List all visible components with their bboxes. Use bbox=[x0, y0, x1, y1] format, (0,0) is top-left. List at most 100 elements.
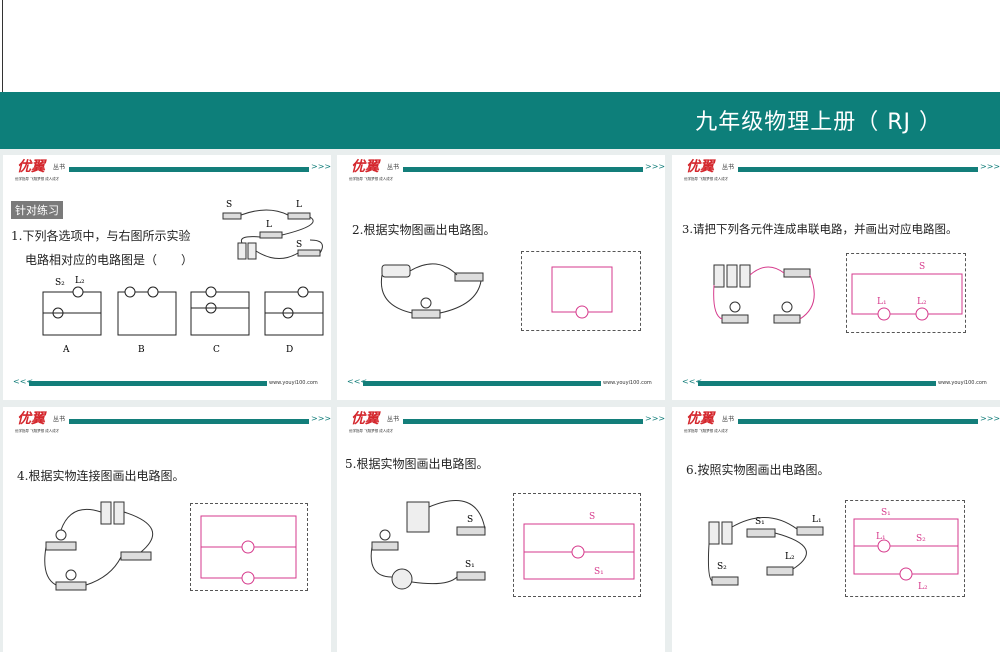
svg-text:L: L bbox=[266, 220, 272, 230]
slide-header: 优翼 丛书优学指导 飞翔梦想 成人成才 >>> bbox=[682, 159, 1000, 182]
question-text: 1.下列各选项中，与右图所示实验 bbox=[11, 229, 191, 243]
slogan: 优学指导 飞翔梦想 成人成才 bbox=[349, 177, 394, 181]
question-text: 2.根据实物图画出电路图。 bbox=[352, 223, 496, 237]
slide-header: 优翼 丛书优学指导 飞翔梦想 成人成才 >>> bbox=[347, 411, 665, 434]
slogan: 优学指导 飞翔梦想 成人成才 bbox=[15, 177, 60, 181]
brand-logo: 优翼 bbox=[351, 411, 379, 427]
question-text: 3.请把下列各元件连成串联电路，并画出对应电路图。 bbox=[682, 222, 958, 236]
header-bar bbox=[403, 167, 643, 172]
arrows-left-icon: <<< bbox=[13, 377, 34, 386]
answer-circuit: S S₁ bbox=[523, 512, 635, 580]
answer-box bbox=[521, 251, 641, 331]
label-l2: L₂ bbox=[918, 582, 928, 592]
top-area bbox=[0, 0, 1000, 92]
answer-circuit: S L₁ L₂ bbox=[851, 262, 963, 321]
label-s: S bbox=[589, 512, 595, 522]
slide-footer: <<< www.youyi100.com bbox=[13, 377, 323, 388]
label-l2: L₂ bbox=[785, 552, 795, 562]
slide-header: 优翼 丛书优学指导 飞翔梦想 成人成才 >>> bbox=[13, 159, 331, 182]
arrows-right-icon: >>> bbox=[645, 162, 666, 171]
label-s1: S₁ bbox=[465, 560, 475, 570]
label-l1: L₁ bbox=[812, 515, 822, 525]
footer-bar bbox=[698, 381, 936, 386]
brand-logo: 优翼 bbox=[686, 159, 714, 175]
label-s1: S₁ bbox=[881, 508, 891, 518]
question-text: 5.根据实物图画出电路图。 bbox=[345, 457, 489, 471]
slide-header: 优翼 丛书优学指导 飞翔梦想 成人成才 >>> bbox=[347, 159, 665, 182]
answer-box: S S₁ bbox=[513, 493, 641, 597]
arrows-right-icon: >>> bbox=[311, 162, 332, 171]
svg-text:L: L bbox=[296, 200, 302, 210]
physical-circuit-image bbox=[44, 501, 153, 591]
divider bbox=[2, 0, 3, 92]
slide-thumbnail-1[interactable]: 优翼 丛书优学指导 飞翔梦想 成人成才 >>> 针对练习 1.下列各选项中，与右图所… bbox=[3, 155, 331, 400]
arrows-right-icon: >>> bbox=[980, 162, 1000, 171]
label-l1: L₁ bbox=[876, 532, 886, 542]
slogan: 优学指导 飞翔梦想 成人成才 bbox=[684, 177, 729, 181]
slogan: 优学指导 飞翔梦想 成人成才 bbox=[349, 429, 394, 433]
physical-circuit-image: S S₁ bbox=[370, 500, 486, 590]
label-l1: L₁ bbox=[877, 297, 887, 307]
question-text: 6.按照实物图画出电路图。 bbox=[686, 463, 830, 477]
brand-logo: 优翼 bbox=[351, 159, 379, 175]
option-b[interactable]: B bbox=[138, 345, 145, 355]
series-label: 丛书 bbox=[722, 416, 735, 423]
arrows-right-icon: >>> bbox=[980, 414, 1000, 423]
label-s: S bbox=[467, 515, 473, 525]
slide-thumbnail-6[interactable]: 优翼 丛书优学指导 飞翔梦想 成人成才 >>> 6.按照实物图画出电路图。 S₁ L₁… bbox=[672, 407, 1000, 652]
answer-box: S₁ L₁ S₂ L₂ bbox=[845, 500, 965, 597]
answer-circuit bbox=[200, 515, 297, 585]
option-c[interactable]: C bbox=[213, 345, 220, 355]
website-url: www.youyi100.com bbox=[269, 380, 318, 386]
slide-footer: <<<www.youyi100.com bbox=[347, 377, 657, 388]
slide-header: 优翼丛书优学指导 飞翔梦想 成人成才>>> bbox=[13, 411, 331, 434]
answer-box: S L₁ L₂ bbox=[846, 253, 966, 333]
website-url: www.youyi100.com bbox=[938, 380, 987, 386]
option-a[interactable]: A bbox=[62, 345, 70, 355]
arrows-right-icon: >>> bbox=[311, 414, 332, 423]
physical-circuit-image bbox=[380, 263, 484, 319]
slide-thumbnail-3[interactable]: 优翼 丛书优学指导 飞翔梦想 成人成才 >>> 3.请把下列各元件连成串联电路，并画… bbox=[672, 155, 1000, 400]
answer-circuit: S₁ L₁ S₂ L₂ bbox=[853, 508, 959, 592]
physical-circuit-image bbox=[713, 264, 815, 324]
label-l2: L₂ bbox=[917, 297, 927, 307]
answer-circuit bbox=[551, 266, 613, 319]
label-s1: S₁ bbox=[755, 517, 765, 527]
label-s1: S₁ bbox=[594, 567, 604, 577]
option-d[interactable]: D bbox=[286, 345, 293, 355]
slide-thumbnail-4[interactable]: 优翼丛书优学指导 飞翔梦想 成人成才>>> 4.根据实物连接图画出电路图。 bbox=[3, 407, 331, 652]
physical-circuit-image: S L L S bbox=[222, 200, 323, 260]
slide-header: 优翼 丛书优学指导 飞翔梦想 成人成才 >>> bbox=[682, 411, 1000, 434]
brand-logo: 优翼 bbox=[17, 411, 45, 427]
series-label: 丛书 bbox=[722, 164, 735, 171]
website-url: www.youyi100.com bbox=[603, 380, 652, 386]
slogan: 优学指导 飞翔梦想 成人成才 bbox=[684, 429, 729, 433]
svg-text:S: S bbox=[296, 240, 302, 250]
arrows-right-icon: >>> bbox=[645, 414, 666, 423]
series-label: 丛书 bbox=[53, 164, 66, 171]
header-bar bbox=[403, 419, 643, 424]
footer-bar bbox=[363, 381, 601, 386]
slide-thumbnail-2[interactable]: 优翼 丛书优学指导 飞翔梦想 成人成才 >>> 2.根据实物图画出电路图。 <<<w… bbox=[337, 155, 665, 400]
label-s: S bbox=[919, 262, 925, 272]
label-l2: L₂ bbox=[75, 276, 85, 286]
book-title: 九年级物理上册（ RJ ） bbox=[695, 110, 942, 135]
svg-text:S: S bbox=[226, 200, 232, 210]
brand-logo: 优翼 bbox=[686, 411, 714, 427]
footer-bar bbox=[29, 381, 267, 386]
series-label: 丛书 bbox=[387, 416, 400, 423]
series-label: 丛书 bbox=[387, 164, 400, 171]
arrows-left-icon: <<< bbox=[682, 377, 703, 386]
practice-tag: 针对练习 bbox=[11, 201, 63, 219]
label-s2: S₂ bbox=[916, 534, 926, 544]
header-bar bbox=[69, 419, 309, 424]
answer-box bbox=[190, 503, 308, 591]
title-band: 九年级物理上册（ RJ ） bbox=[0, 92, 1000, 149]
brand-logo: 优翼 bbox=[17, 159, 45, 175]
header-bar bbox=[69, 167, 309, 172]
question-text: 4.根据实物连接图画出电路图。 bbox=[17, 469, 185, 483]
question-text-2: 电路相对应的电路图是（ ） bbox=[25, 253, 194, 267]
